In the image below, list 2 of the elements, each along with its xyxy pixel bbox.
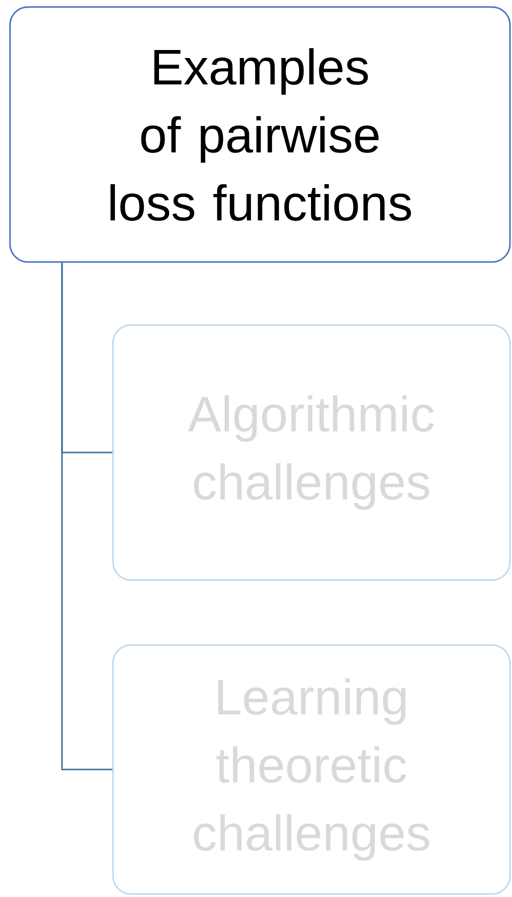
connector [61,262,112,770]
text-box: Examples of pairwise loss functions [9,6,511,263]
